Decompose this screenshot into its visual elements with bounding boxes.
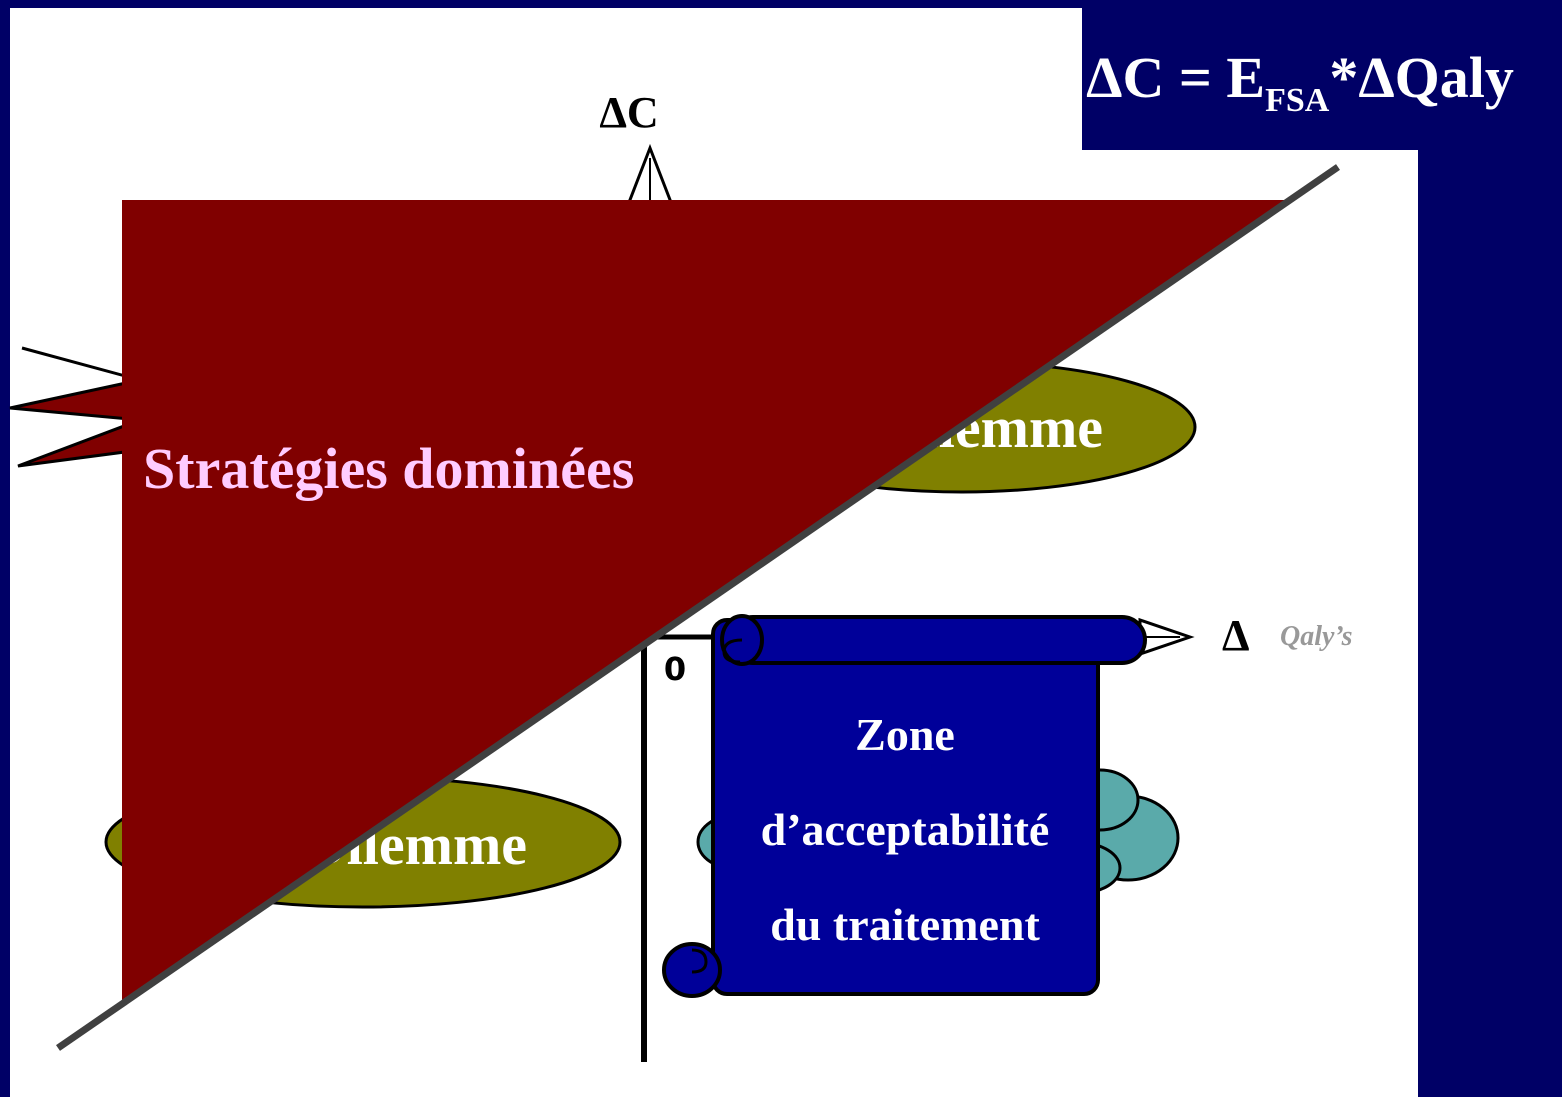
x-axis-label-symbol: Δ bbox=[1222, 611, 1250, 660]
formula: ΔC = EFSA*ΔQaly bbox=[1086, 45, 1514, 119]
threshold-line bbox=[56, 164, 1340, 1051]
acceptability-label-line3: du traitement bbox=[770, 899, 1040, 950]
dominated-label: Stratégies dominées bbox=[143, 436, 634, 501]
acceptability-label-line1: Zone bbox=[855, 709, 955, 760]
x-axis-label-text: Qaly’s bbox=[1280, 621, 1353, 652]
origin-label: 0 bbox=[664, 650, 686, 688]
acceptability-scroll bbox=[662, 614, 1147, 998]
acceptability-label-line2: d’acceptabilité bbox=[761, 804, 1050, 855]
y-axis-label: ΔC bbox=[599, 88, 658, 137]
